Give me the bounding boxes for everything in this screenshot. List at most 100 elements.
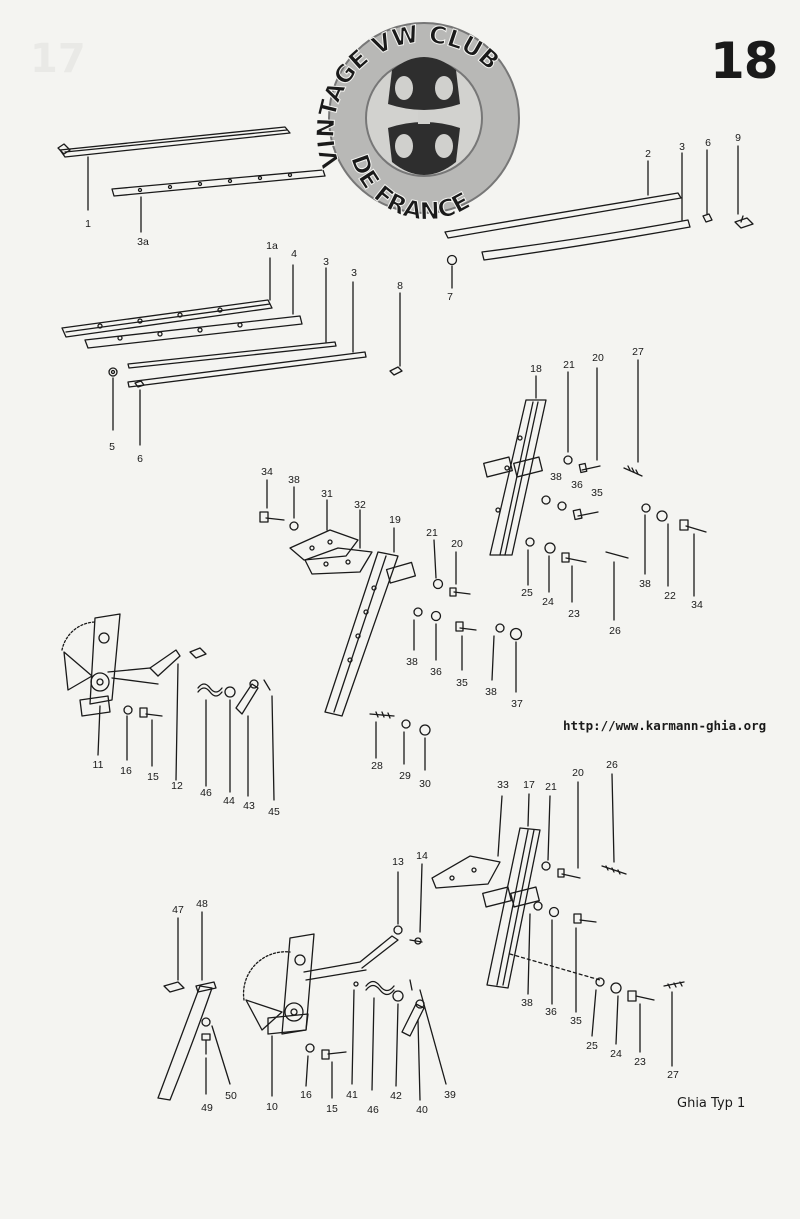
callout-label: 21 xyxy=(545,781,557,793)
screw-20-c xyxy=(557,868,581,879)
callout-label: 35 xyxy=(456,677,468,689)
seal-strip-3b xyxy=(127,351,367,388)
window-regulator-11 xyxy=(61,613,181,717)
crank-handle-43 xyxy=(235,679,259,715)
pin-39 xyxy=(409,979,413,991)
callout-label: 35 xyxy=(591,487,603,499)
clip-9 xyxy=(734,215,754,229)
window-guide-rail-18 xyxy=(483,399,547,556)
washer-25-a xyxy=(525,537,535,547)
channel-strip-3a xyxy=(111,169,326,197)
spring-46-b xyxy=(365,980,395,996)
callout-label: 4 xyxy=(291,248,297,260)
nut-24-a xyxy=(544,542,556,554)
callout-label: 26 xyxy=(606,759,618,771)
callout-label: 9 xyxy=(735,132,741,144)
callout-label: 16 xyxy=(300,1089,312,1101)
bolt-15-a xyxy=(139,707,163,718)
callout-label: 29 xyxy=(399,770,411,782)
clip-6-left xyxy=(134,380,145,388)
window-guide-rail-17 xyxy=(482,827,541,989)
callout-label: 7 xyxy=(447,291,453,303)
bracket-33 xyxy=(431,855,501,889)
nut-22 xyxy=(656,510,668,522)
washer-38-e xyxy=(495,623,505,633)
washer-38-c xyxy=(289,521,299,531)
screw-45 xyxy=(263,679,271,691)
callout-label: 46 xyxy=(367,1104,379,1116)
washer-16-b xyxy=(305,1043,315,1053)
callout-label: 8 xyxy=(397,280,403,292)
callout-label: 15 xyxy=(326,1103,338,1115)
seal-strip-3-right xyxy=(481,219,691,261)
callout-label: 36 xyxy=(571,479,583,491)
washer-25-b xyxy=(595,977,605,987)
callout-label: 28 xyxy=(371,760,383,772)
callout-label: 31 xyxy=(321,488,333,500)
callout-label: 30 xyxy=(419,778,431,790)
callout-label: 46 xyxy=(200,787,212,799)
callout-label: 38 xyxy=(406,656,418,668)
callout-label: 3 xyxy=(323,256,329,268)
website-url: http://www.karmann-ghia.org xyxy=(563,718,767,733)
screw-49 xyxy=(201,1033,211,1055)
callout-label: 1 xyxy=(85,218,91,230)
callout-label: 36 xyxy=(430,666,442,678)
callout-label: 11 xyxy=(92,759,104,771)
callout-label: 3 xyxy=(679,141,685,153)
callout-label: 47 xyxy=(172,904,184,916)
washer-38-f xyxy=(533,901,543,911)
callout-label: 17 xyxy=(523,779,535,791)
callout-label: 38 xyxy=(521,997,533,1009)
callout-label: 15 xyxy=(147,771,159,783)
window-guide-rail-19 xyxy=(324,551,417,717)
callout-label: 21 xyxy=(426,527,438,539)
bolt-23-a xyxy=(561,552,587,563)
nut-21-c xyxy=(541,861,551,871)
callout-label: 27 xyxy=(632,346,644,358)
washer-36-c xyxy=(548,906,560,918)
callout-label: 24 xyxy=(610,1048,622,1060)
bolt-23-b xyxy=(627,990,655,1002)
callout-label: 20 xyxy=(451,538,463,550)
window-glass-strip-2 xyxy=(444,192,682,239)
callout-label: 50 xyxy=(225,1090,237,1102)
callout-label: 36 xyxy=(545,1006,557,1018)
washer-38-d xyxy=(413,607,423,617)
callout-label: 23 xyxy=(568,608,580,620)
bracket-31 xyxy=(289,529,359,561)
washer-29 xyxy=(401,719,411,729)
callout-label: 38 xyxy=(639,578,651,590)
callout-label: 44 xyxy=(223,795,235,807)
callout-label: 14 xyxy=(416,850,428,862)
callout-label: 1a xyxy=(266,240,278,252)
callout-label: 35 xyxy=(570,1015,582,1027)
washer-36-b xyxy=(430,610,442,622)
screw-20-b xyxy=(449,587,471,597)
stud-28 xyxy=(369,711,395,719)
nut-24-b xyxy=(610,982,622,994)
callout-label: 42 xyxy=(390,1090,402,1102)
callout-label: 25 xyxy=(586,1040,598,1052)
club-logo: VINTAGE VW CLUB DE FRANCE xyxy=(311,19,520,226)
nut-21-b xyxy=(432,578,444,590)
callout-label: 33 xyxy=(497,779,509,791)
callout-label: 12 xyxy=(171,780,183,792)
washer-50 xyxy=(201,1017,211,1027)
callout-label: 41 xyxy=(346,1089,358,1101)
callout-label: 10 xyxy=(266,1101,278,1113)
escutcheon-44 xyxy=(224,686,236,698)
stud-27-a xyxy=(623,465,643,477)
nut-37 xyxy=(509,627,523,641)
callout-label: 38 xyxy=(485,686,497,698)
washer-38-b xyxy=(641,503,651,513)
page-number: 18 xyxy=(710,32,779,90)
callout-label: 39 xyxy=(444,1089,456,1101)
callout-label: 20 xyxy=(572,767,584,779)
callout-label: 3 xyxy=(351,267,357,279)
callout-label: 2 xyxy=(645,148,651,160)
callout-label: 26 xyxy=(609,625,621,637)
callout-label: 19 xyxy=(389,514,401,526)
